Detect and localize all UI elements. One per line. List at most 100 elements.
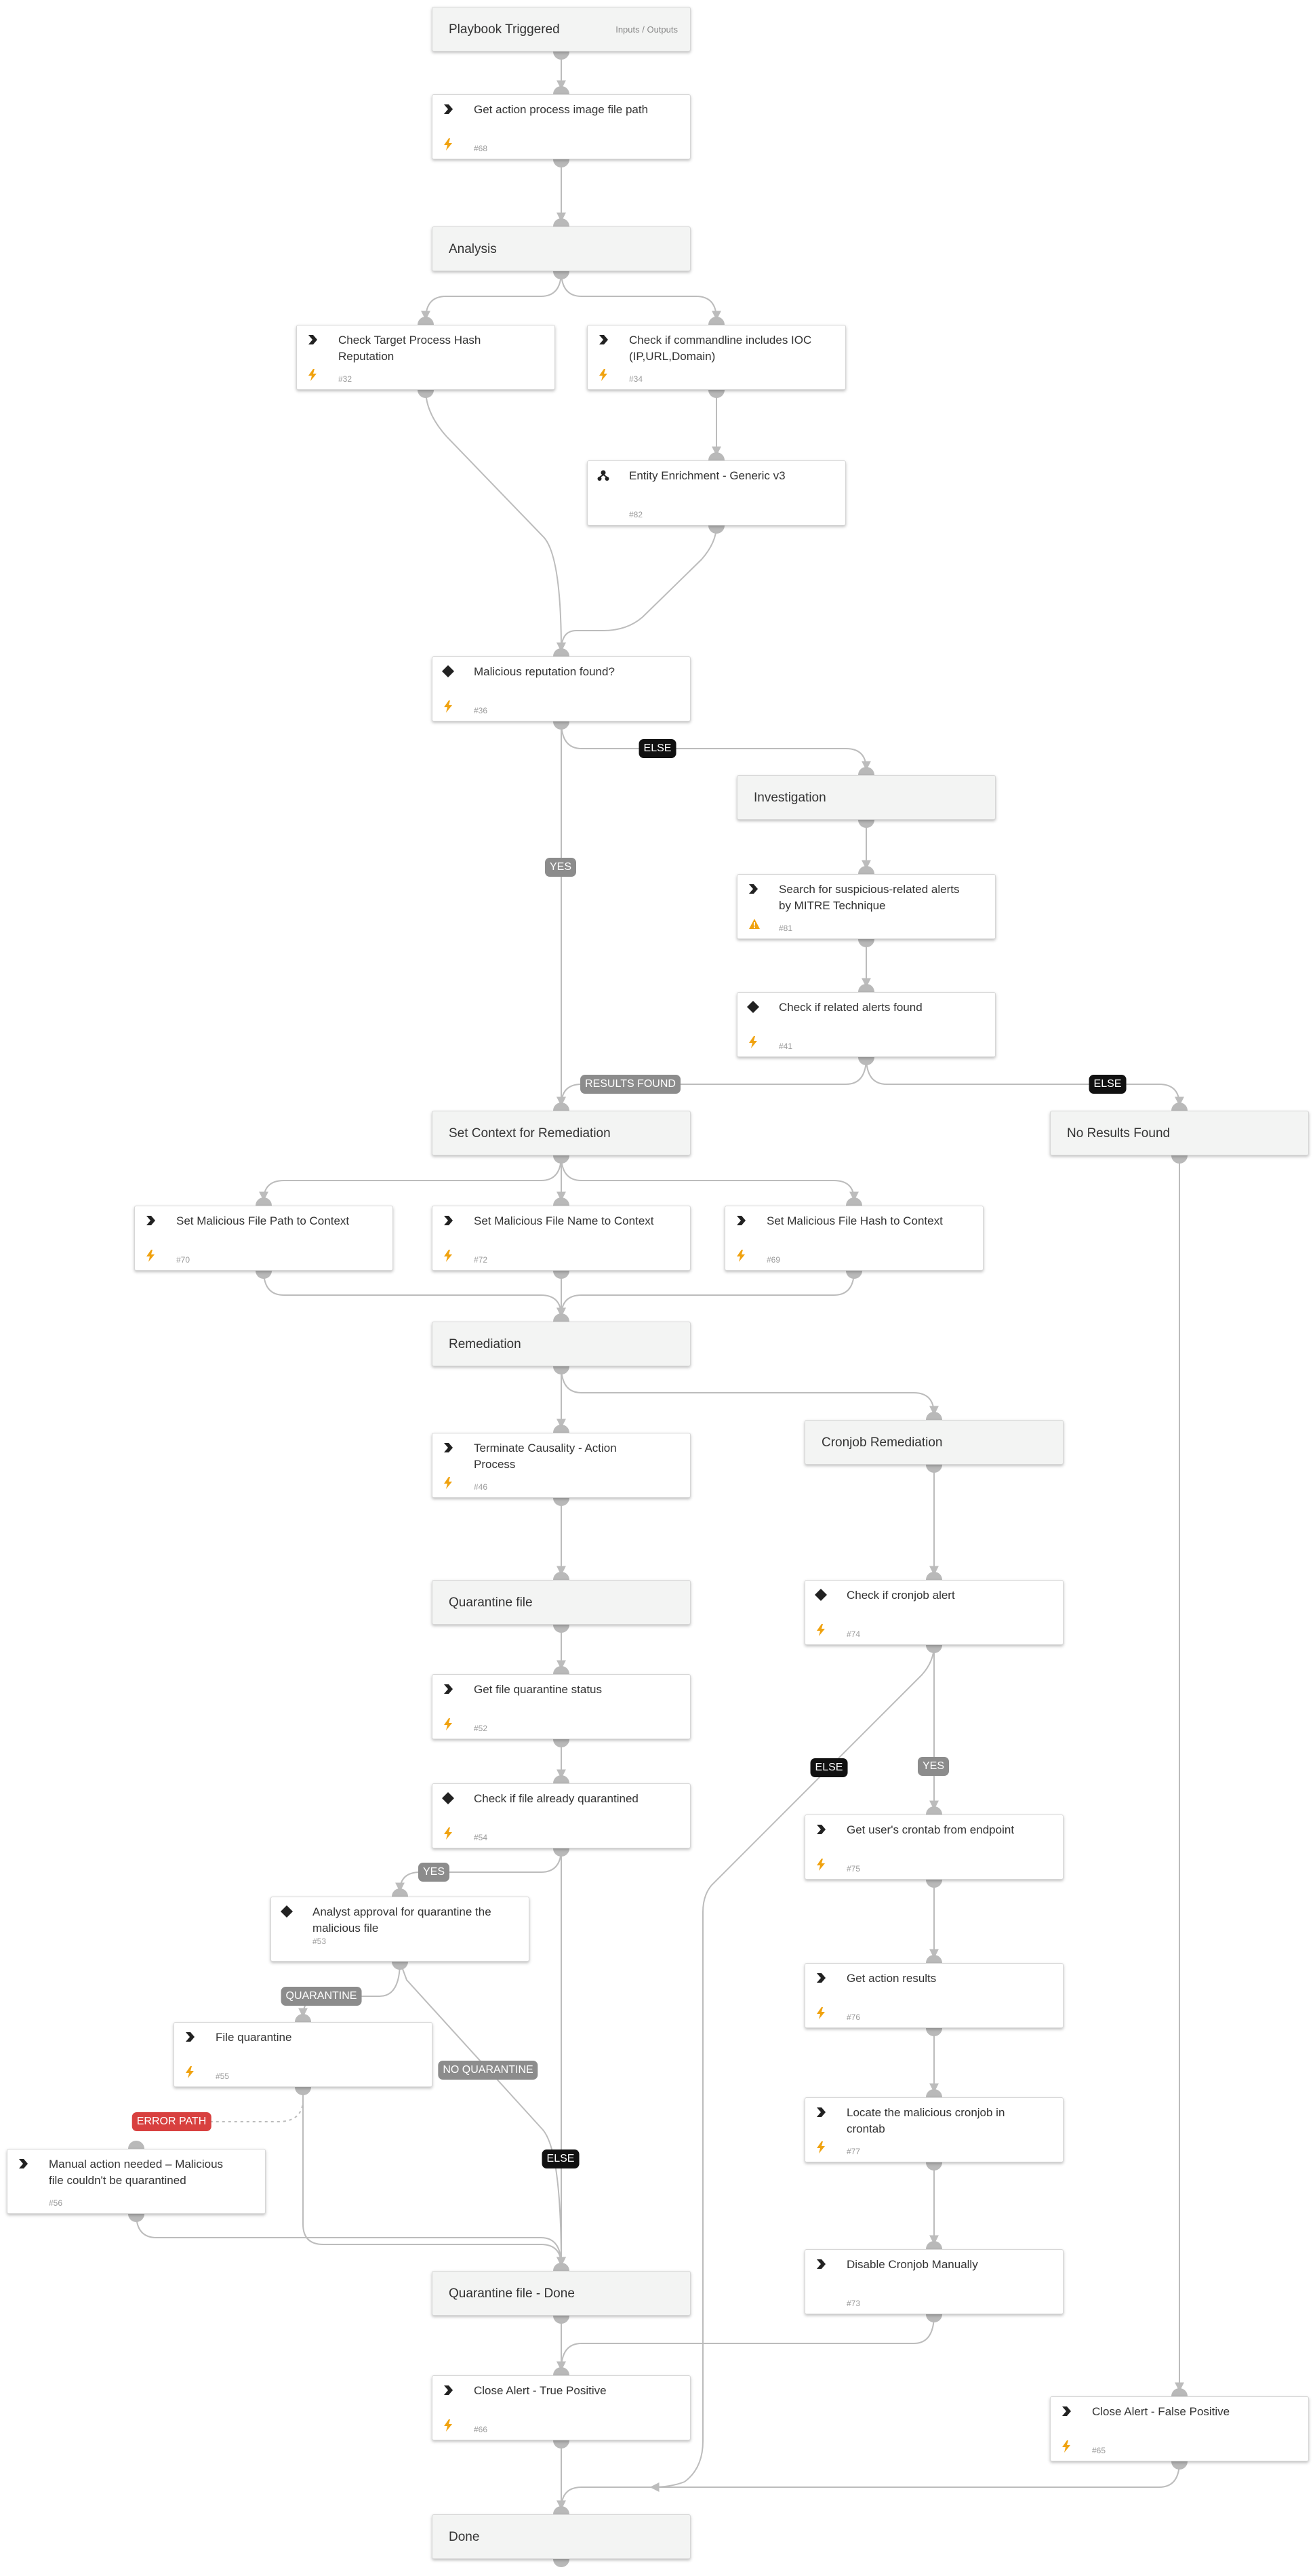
branch-label-else[interactable]: ELSE bbox=[810, 1758, 848, 1777]
chevron-icon bbox=[815, 2106, 827, 2118]
task-id: #70 bbox=[176, 1255, 190, 1265]
connection-line bbox=[557, 2461, 1180, 2510]
task-id: #73 bbox=[847, 2299, 861, 2308]
chevron-icon bbox=[735, 1214, 747, 1227]
error-path-line bbox=[203, 2099, 304, 2122]
lightning-icon bbox=[443, 1477, 453, 1489]
node-no-results-found[interactable]: No Results Found bbox=[1050, 1111, 1309, 1155]
chevron-icon bbox=[815, 1823, 827, 1836]
connection-line bbox=[561, 271, 721, 321]
node-analysis[interactable]: Analysis bbox=[432, 226, 691, 271]
task-id: #41 bbox=[779, 1042, 793, 1051]
node-title: Set Context for Remediation bbox=[449, 1126, 611, 1141]
node-82[interactable]: Entity Enrichment - Generic v3 #82 bbox=[587, 460, 846, 526]
node-title: Manual action needed – Malicious file co… bbox=[49, 2158, 224, 2187]
branch-label-yes[interactable]: YES bbox=[544, 858, 577, 877]
connection-line bbox=[561, 721, 871, 771]
connection-line bbox=[557, 1056, 867, 1107]
node-66[interactable]: Close Alert - True Positive #66 bbox=[432, 2375, 691, 2440]
node-70[interactable]: Set Malicious File Path to Context #70 bbox=[134, 1206, 393, 1271]
lightning-icon bbox=[185, 2066, 195, 2078]
branch-label-yes[interactable]: YES bbox=[418, 1863, 450, 1882]
chevron-icon bbox=[144, 1214, 157, 1227]
task-id: #69 bbox=[767, 1255, 781, 1265]
node-remediation[interactable]: Remediation bbox=[432, 1322, 691, 1366]
lightning-icon bbox=[146, 1250, 155, 1262]
lightning-icon bbox=[816, 1859, 826, 1871]
connection-line bbox=[399, 1961, 566, 2267]
task-id: #72 bbox=[474, 1255, 488, 1265]
node-quarantine-file[interactable]: Quarantine file bbox=[432, 1580, 691, 1625]
connection-line bbox=[866, 1056, 1184, 1107]
node-52[interactable]: Get file quarantine status #52 bbox=[432, 1674, 691, 1739]
node-65[interactable]: Close Alert - False Positive #65 bbox=[1050, 2396, 1309, 2461]
node-title: Malicious reputation found? bbox=[474, 665, 615, 678]
node-73[interactable]: Disable Cronjob Manually #73 bbox=[805, 2249, 1064, 2314]
branch-label-else[interactable]: ELSE bbox=[1089, 1075, 1127, 1094]
chevron-icon bbox=[597, 334, 609, 346]
node-title: Disable Cronjob Manually bbox=[847, 2258, 978, 2271]
task-id: #66 bbox=[474, 2425, 488, 2434]
task-id: #82 bbox=[629, 510, 643, 519]
branch-label-else[interactable]: ELSE bbox=[639, 739, 676, 758]
chevron-icon bbox=[184, 2031, 196, 2043]
connection-line bbox=[395, 1848, 562, 1893]
branch-label-results-found[interactable]: RESULTS FOUND bbox=[580, 1075, 681, 1094]
node-56[interactable]: Manual action needed – Malicious file co… bbox=[7, 2149, 266, 2214]
chevron-icon bbox=[442, 1442, 454, 1454]
node-set-context-for-remediation[interactable]: Set Context for Remediation bbox=[432, 1111, 691, 1155]
chevron-icon bbox=[442, 1214, 454, 1227]
node-36[interactable]: Malicious reputation found? #36 bbox=[432, 656, 691, 721]
node-74[interactable]: Check if cronjob alert #74 bbox=[805, 1580, 1064, 1645]
node-34[interactable]: Check if commandline includes IOC (IP,UR… bbox=[587, 325, 846, 390]
task-id: #32 bbox=[338, 374, 352, 384]
node-81[interactable]: Search for suspicious-related alerts by … bbox=[737, 874, 996, 939]
lightning-icon bbox=[1061, 2440, 1071, 2453]
chevron-icon bbox=[442, 103, 454, 115]
task-id: #76 bbox=[847, 2013, 861, 2022]
node-playbook-triggered[interactable]: Playbook Triggered Inputs / Outputs bbox=[432, 7, 691, 52]
sub-playbook-icon bbox=[597, 469, 609, 481]
branch-label-else[interactable]: ELSE bbox=[542, 2149, 580, 2168]
lightning-icon bbox=[443, 1718, 453, 1730]
chevron-icon bbox=[1060, 2405, 1072, 2417]
node-title: Check if commandline includes IOC (IP,UR… bbox=[629, 334, 812, 363]
condition-diamond-icon bbox=[281, 1905, 293, 1918]
node-46[interactable]: Terminate Causality - Action Process #46 bbox=[432, 1433, 691, 1498]
branch-label-yes[interactable]: YES bbox=[917, 1757, 950, 1776]
connection-line bbox=[561, 1366, 939, 1416]
lightning-icon bbox=[736, 1250, 746, 1262]
node-title: Analysis bbox=[449, 242, 497, 256]
node-investigation[interactable]: Investigation bbox=[737, 775, 996, 820]
node-done[interactable]: Done bbox=[432, 2514, 691, 2559]
warning-icon bbox=[748, 918, 760, 930]
task-id: #81 bbox=[779, 924, 793, 933]
node-cronjob-remediation[interactable]: Cronjob Remediation bbox=[805, 1420, 1064, 1465]
branch-label-error-path[interactable]: ERROR PATH bbox=[132, 2112, 211, 2131]
branch-label-quarantine[interactable]: QUARANTINE bbox=[281, 1987, 362, 2006]
node-title: Set Malicious File Name to Context bbox=[474, 1214, 654, 1227]
node-title: Get action process image file path bbox=[474, 103, 649, 116]
connection-line bbox=[425, 389, 566, 652]
node-76[interactable]: Get action results #76 bbox=[805, 1963, 1064, 2028]
node-55[interactable]: File quarantine #55 bbox=[174, 2022, 432, 2087]
node-title: Cronjob Remediation bbox=[822, 1435, 943, 1450]
node-53[interactable]: Analyst approval for quarantine the mali… bbox=[270, 1897, 529, 1962]
node-54[interactable]: Check if file already quarantined #54 bbox=[432, 1783, 691, 1848]
node-68[interactable]: Get action process image file path #68 bbox=[432, 94, 691, 159]
node-69[interactable]: Set Malicious File Hash to Context #69 bbox=[725, 1206, 984, 1271]
node-75[interactable]: Get user's crontab from endpoint #75 bbox=[805, 1815, 1064, 1880]
lightning-icon bbox=[599, 369, 608, 381]
lightning-icon bbox=[443, 1250, 453, 1262]
node-72[interactable]: Set Malicious File Name to Context #72 bbox=[432, 1206, 691, 1271]
node-title: No Results Found bbox=[1067, 1126, 1171, 1141]
inputs-outputs-link[interactable]: Inputs / Outputs bbox=[615, 24, 678, 35]
node-41[interactable]: Check if related alerts found #41 bbox=[737, 992, 996, 1057]
node-32[interactable]: Check Target Process Hash Reputation #32 bbox=[296, 325, 555, 390]
node-quarantine-file-done[interactable]: Quarantine file - Done bbox=[432, 2271, 691, 2316]
lightning-icon bbox=[816, 2007, 826, 2019]
branch-label-no-quarantine[interactable]: NO QUARANTINE bbox=[438, 2061, 538, 2080]
node-77[interactable]: Locate the malicious cronjob in crontab … bbox=[805, 2097, 1064, 2162]
task-id: #36 bbox=[474, 706, 488, 715]
chevron-icon bbox=[747, 883, 759, 895]
